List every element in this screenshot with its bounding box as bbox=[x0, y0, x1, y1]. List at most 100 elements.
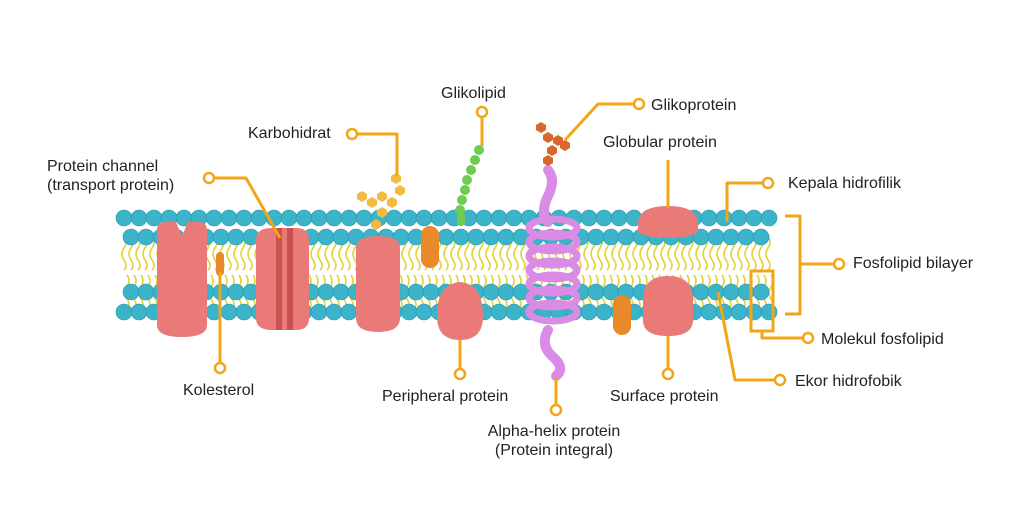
label-globular-protein: Globular protein bbox=[603, 134, 717, 151]
phospholipid-head bbox=[137, 283, 155, 301]
helix-turn bbox=[525, 243, 581, 269]
cholesterol-molecule bbox=[216, 252, 224, 276]
label-alpha-helix: Alpha-helix protein (Protein integral) bbox=[487, 423, 621, 459]
phospholipid-head bbox=[760, 303, 778, 321]
phospholipid-head bbox=[505, 303, 523, 321]
callout-dot bbox=[345, 127, 359, 141]
phospholipid-head bbox=[505, 209, 523, 227]
carbohydrate-sugar bbox=[377, 191, 387, 202]
phospholipid-head bbox=[340, 303, 358, 321]
phospholipid-head bbox=[745, 303, 763, 321]
phospholipid-head bbox=[595, 303, 613, 321]
phospholipid-head bbox=[467, 228, 485, 246]
carbohydrate-sugar bbox=[387, 197, 397, 208]
glycolipid-sugar bbox=[457, 195, 467, 205]
glycolipid-sugar bbox=[474, 145, 484, 155]
phospholipid-head bbox=[212, 228, 230, 246]
glycoprotein-sugar bbox=[536, 122, 546, 133]
callout-dot bbox=[773, 373, 787, 387]
phospholipid-head bbox=[490, 303, 508, 321]
channel-stripe bbox=[276, 228, 282, 330]
label-kepala-hidrofilik: Kepala hidrofilik bbox=[788, 175, 901, 192]
channel-stripe bbox=[287, 228, 293, 330]
phospholipid-head bbox=[730, 303, 748, 321]
label-kolesterol: Kolesterol bbox=[183, 382, 255, 399]
phospholipid-head bbox=[115, 209, 133, 227]
phospholipid-head bbox=[737, 228, 755, 246]
phospholipid-head bbox=[745, 209, 763, 227]
phospholipid-tail bbox=[478, 235, 484, 271]
helix-turn bbox=[525, 229, 581, 255]
callout-ekor-hidrofobik bbox=[716, 291, 780, 382]
helix-turn bbox=[525, 299, 581, 325]
phospholipid-head bbox=[355, 209, 373, 227]
label-surface-protein: Surface protein bbox=[610, 388, 719, 405]
protein-channel-left bbox=[157, 222, 207, 337]
helix-turn bbox=[525, 215, 581, 241]
glycolipid-sugar bbox=[462, 175, 472, 185]
phospholipid-head bbox=[115, 303, 133, 321]
label-glikolipid: Glikolipid bbox=[441, 85, 506, 102]
callout-dot bbox=[661, 367, 675, 381]
carbohydrate-sugar bbox=[377, 207, 387, 218]
helix-top-strand bbox=[539, 165, 557, 227]
phospholipid-head bbox=[325, 303, 343, 321]
callout-protein-channel bbox=[209, 176, 282, 239]
carbohydrate-sugar bbox=[357, 191, 367, 202]
callout-kepala-hidrofilik bbox=[725, 181, 768, 222]
phospholipid-head bbox=[722, 228, 740, 246]
phospholipid-tail bbox=[583, 235, 589, 271]
peripheral-protein bbox=[437, 282, 483, 340]
glycolipid-sugar bbox=[460, 185, 470, 195]
callout-dot bbox=[475, 105, 489, 119]
phospholipid-head bbox=[752, 283, 770, 301]
phospholipid-head bbox=[407, 283, 425, 301]
phospholipid-head bbox=[617, 228, 635, 246]
phospholipid-head bbox=[587, 228, 605, 246]
phospholipid-tail bbox=[688, 235, 694, 271]
phospholipid-head bbox=[205, 209, 223, 227]
phospholipid-head bbox=[415, 303, 433, 321]
phospholipid-head bbox=[482, 283, 500, 301]
bracket-fosfolipid-bilayer bbox=[785, 214, 802, 316]
box-molekul-fosfolipid bbox=[749, 269, 775, 333]
glycolipid-stem bbox=[457, 212, 465, 226]
phospholipid-head bbox=[137, 228, 155, 246]
callout-dot bbox=[801, 331, 815, 345]
phospholipid-head bbox=[340, 209, 358, 227]
phospholipid-head bbox=[490, 209, 508, 227]
carbohydrate-sugar bbox=[371, 219, 381, 230]
carbohydrate-sugar bbox=[367, 197, 377, 208]
label-ekor-hidrofobik: Ekor hidrofobik bbox=[795, 373, 902, 390]
glycolipid-sugar bbox=[470, 155, 480, 165]
phospholipid-head bbox=[715, 209, 733, 227]
phospholipid-head bbox=[310, 303, 328, 321]
phospholipid-head bbox=[610, 209, 628, 227]
phospholipid-head bbox=[497, 228, 515, 246]
phospholipid-head bbox=[580, 209, 598, 227]
surface-protein bbox=[643, 276, 693, 336]
phospholipid-head bbox=[760, 209, 778, 227]
helix-turn bbox=[525, 257, 581, 283]
phospholipid-head bbox=[280, 209, 298, 227]
phospholipid-head bbox=[752, 228, 770, 246]
phospholipid-head bbox=[235, 303, 253, 321]
label-molekul-fosfolipid: Molekul fosfolipid bbox=[821, 331, 944, 348]
phospholipid-head bbox=[692, 283, 710, 301]
phospholipid-head bbox=[400, 303, 418, 321]
label-fosfolipid-bilayer: Fosfolipid bilayer bbox=[853, 255, 974, 272]
phospholipid-head bbox=[310, 209, 328, 227]
phospholipid-head bbox=[482, 228, 500, 246]
integral-protein bbox=[356, 236, 400, 332]
carbohydrate-sugar bbox=[395, 185, 405, 196]
phospholipid-head bbox=[730, 209, 748, 227]
label-protein-channel: Protein channel (transport protein) bbox=[47, 158, 175, 194]
phospholipid-head bbox=[595, 209, 613, 227]
phospholipid-head bbox=[475, 209, 493, 227]
phospholipid-head bbox=[385, 209, 403, 227]
phospholipid-head bbox=[415, 209, 433, 227]
phospholipid-head bbox=[227, 283, 245, 301]
callout-dot bbox=[761, 176, 775, 190]
